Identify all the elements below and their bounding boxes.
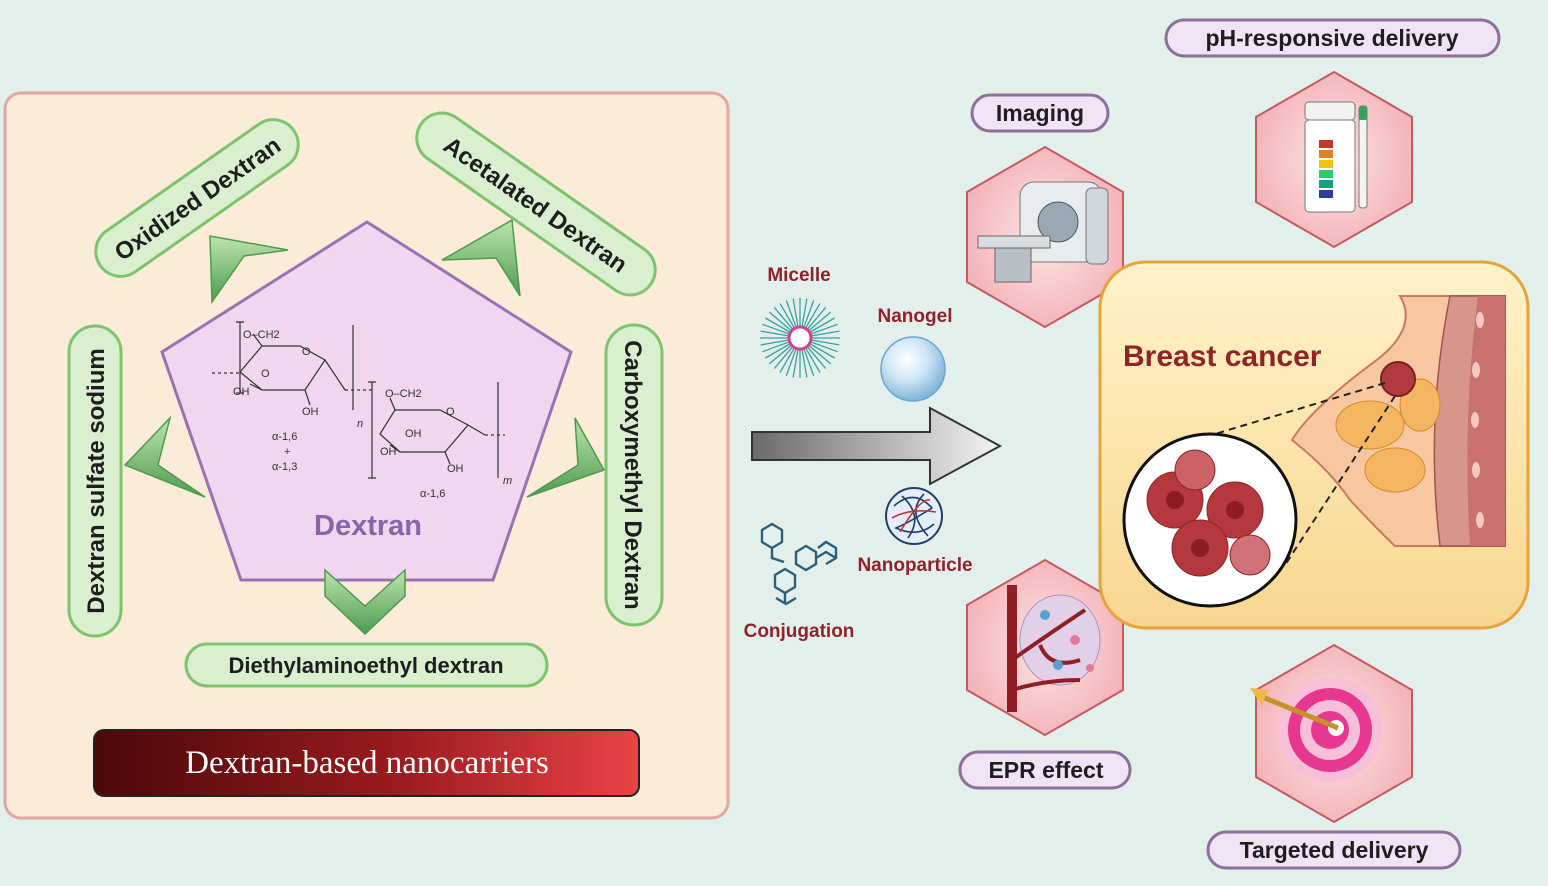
struct-group-left: O–CH2 [243,329,280,341]
dextran-pentagon [160,220,573,582]
micelle-ray [805,303,821,328]
micelle-ray [762,341,789,353]
struct-oh-right-1: OH [405,428,422,440]
micelle-ray [785,300,797,327]
micelle-ray [779,303,795,328]
micelle-ray [801,349,808,378]
struct-linkage-left-1: α-1,6 [272,431,297,443]
pill-imaging: Imaging [970,93,1110,133]
hex-ph [1255,70,1413,249]
micelle-ray [792,298,799,327]
struct-ring-o-left: O [302,346,311,358]
label-micelle: Micelle [767,265,830,286]
hex-imaging [966,145,1124,329]
hex-targeted [1250,643,1413,824]
struct-oh-right-2: OH [380,446,397,458]
pill-ph: pH-responsive delivery [1164,18,1501,58]
mri-scanner-icon [977,181,1109,283]
dextran-label: Dextran [314,510,422,542]
struct-linkage-left-2: α-1,3 [272,461,297,473]
micelle-ray [805,348,821,373]
process-arrow-icon [751,406,1003,486]
micelle-ray [765,343,790,359]
micelle-ray [808,311,832,331]
tumor-cells-icon [1122,432,1298,608]
micelle-ray [773,346,793,370]
chevron-sulfate-icon [123,415,206,498]
breast-illustration-icon [1290,295,1506,547]
hex-epr [966,558,1124,737]
nanogel-icon [880,336,946,402]
struct-linkage-plus: + [284,446,290,458]
micelle-ray [792,349,799,378]
micelle-ray [768,311,792,331]
micelle-ray [765,317,790,333]
chevron-deae-icon [324,568,406,636]
struct-oh-right-3: OH [447,463,464,475]
nanoparticle-icon [885,487,943,545]
chevron-carboxy-icon [526,417,606,498]
micelle-ray [811,323,838,335]
micelle-ray [785,349,797,376]
micelle-ray [811,330,840,337]
struct-oh-left-2: OH [302,406,319,418]
chevron-oxidized-icon [209,235,289,305]
micelle-ray [779,348,795,373]
struct-oh-left-1: OH [233,386,250,398]
micelle-ray [811,341,838,353]
nanocarriers-banner [93,729,640,797]
dextran-structure [212,321,505,479]
micelle-ray [801,298,808,327]
label-breast-cancer: Breast cancer [1123,340,1322,373]
label-epr-effect: EPR effect [988,757,1103,783]
micelle-ray [803,349,815,376]
label-nanogel: Nanogel [878,306,953,327]
zoom-line-2 [1284,395,1396,566]
conjugation-icon [760,522,838,606]
label-carboxymethyl-dextran: Carboxymethyl Dextran [619,340,646,609]
micelle-ray [760,339,789,346]
micelle-ray [762,323,789,335]
label-dextran-sulfate: Dextran sulfate sodium [83,348,110,613]
chevrons [123,218,606,636]
ph-test-kit-icon [1304,101,1368,213]
chevron-acetalated-icon [441,218,521,297]
struct-linkage-right: α-1,6 [420,488,445,500]
struct-sub-m: m [503,475,512,487]
struct-ring-o-right: O [446,406,455,418]
micelle-ray [808,345,832,365]
label-imaging: Imaging [996,100,1084,126]
label-conjugation: Conjugation [744,621,855,642]
micelle-ray [807,306,827,330]
micelle-ray [760,330,789,337]
struct-sub-n: n [357,418,363,430]
micelle-ray [773,306,793,330]
label-nanoparticle: Nanoparticle [857,555,972,576]
pill-epr: EPR effect [958,750,1132,790]
target-icon [1250,678,1382,782]
micelle-icon [760,298,840,378]
micelle-ray [807,346,827,370]
micelle-ray [803,300,815,327]
pill-deae: Diethylaminoethyl dextran [184,642,549,688]
micelle-ray [810,343,835,359]
micelle-ray [768,345,792,365]
label-ph-delivery: pH-responsive delivery [1205,25,1458,51]
pill-targeted: Targeted delivery [1206,830,1462,870]
label-targeted-delivery: Targeted delivery [1240,837,1429,863]
nanocarriers-banner-text: Dextran-based nanocarriers [185,745,549,781]
micelle-ray [810,317,835,333]
struct-ring-o-left-2: O [261,368,270,380]
vessel-tumor-icon [1007,585,1101,712]
struct-group-right: O–CH2 [385,388,422,400]
zoom-line-1 [1194,382,1386,441]
pill-carboxymethyl: Carboxymethyl Dextran [604,323,664,627]
pill-sulfate: Dextran sulfate sodium [67,324,123,638]
micelle-ray [811,339,840,346]
label-deae-dextran: Diethylaminoethyl dextran [228,653,503,678]
